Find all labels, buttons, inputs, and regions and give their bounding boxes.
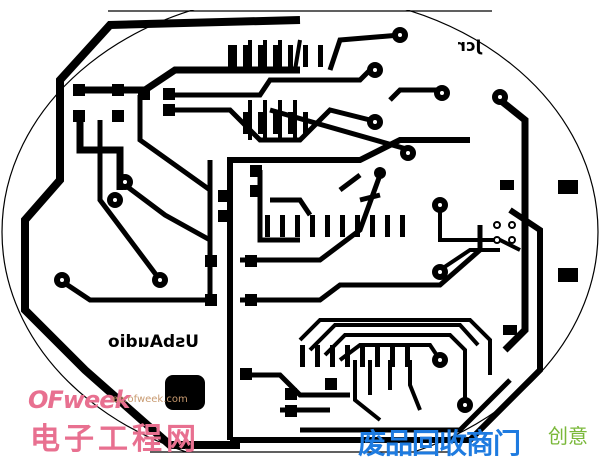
board-label-usbaudio: UsbAudio: [108, 332, 200, 352]
via-centers: [60, 33, 502, 407]
ic-pads: [73, 45, 578, 417]
ofweek-url: ee.ofweek.com: [112, 394, 188, 405]
board-label-jcr: Jcr: [458, 36, 482, 55]
ofweek-logo: OFweek: [28, 386, 130, 414]
ofweek-cn-watermark: 电子工程网: [30, 422, 200, 457]
usb-connector-pads: [493, 221, 516, 244]
creative-watermark: 创意: [548, 424, 588, 448]
recycle-watermark: 废品回收商门: [358, 427, 521, 460]
traces: [21, 16, 543, 449]
